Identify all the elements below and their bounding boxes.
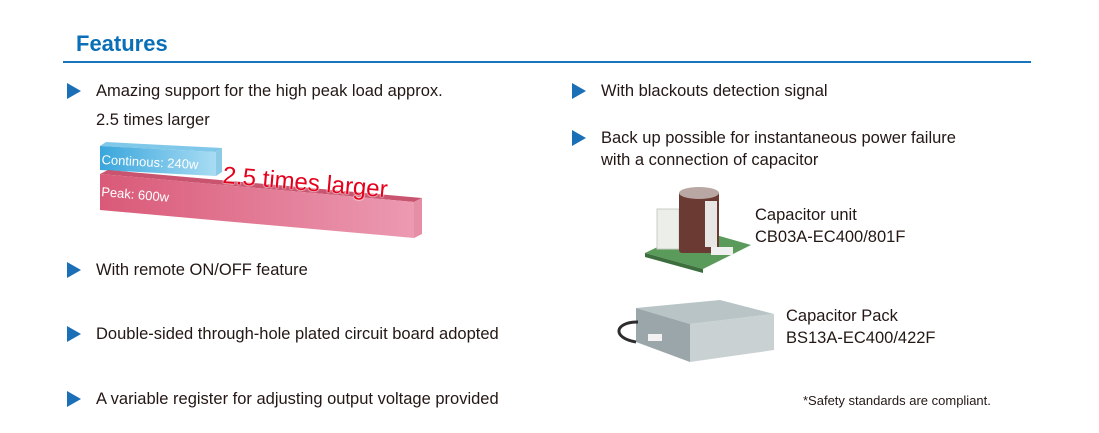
capacitor-unit-illustration	[645, 187, 751, 273]
peak-bar-side	[414, 198, 422, 238]
capacitor-unit-image	[643, 185, 753, 280]
capacitor-unit-caption: Capacitor unit CB03A-EC400/801F	[755, 204, 905, 248]
feature-item: A variable register for adjusting output…	[67, 388, 499, 410]
footnote: *Safety standards are compliant.	[803, 393, 991, 408]
feature-text: Amazing support for the high peak load a…	[96, 82, 443, 100]
continuous-bar	[100, 146, 216, 176]
triangle-bullet-icon	[572, 83, 586, 99]
peak-bar	[100, 174, 414, 238]
feature-text: Back up possible for instantaneous power…	[601, 129, 956, 147]
feature-item: With remote ON/OFF feature	[67, 259, 308, 281]
peak-bar-top	[100, 170, 422, 202]
triangle-bullet-icon	[67, 326, 81, 342]
triangle-bullet-icon	[67, 262, 81, 278]
peak-load-comparison-graphic: Continous: 240w Peak: 600w 2.5 times lar…	[96, 140, 426, 245]
feature-item: Back up possible for instantaneous power…	[572, 127, 956, 171]
triangle-bullet-icon	[572, 130, 586, 146]
feature-subtext: 2.5 times larger	[96, 111, 210, 129]
feature-item: With blackouts detection signal	[572, 80, 828, 102]
continuous-bar-top	[100, 142, 222, 152]
title-divider	[63, 61, 1031, 63]
feature-text: With blackouts detection signal	[601, 82, 828, 100]
feature-text: A variable register for adjusting output…	[96, 390, 499, 408]
product-name: Capacitor unit	[755, 206, 857, 224]
feature-item: Double-sided through-hole plated circuit…	[67, 323, 499, 345]
triangle-bullet-icon	[67, 391, 81, 407]
page-title: Features	[76, 31, 168, 56]
bar-graphic-svg	[100, 142, 422, 238]
capacitor-pack-illustration	[617, 300, 774, 362]
capacitor-pack-caption: Capacitor Pack BS13A-EC400/422F	[786, 305, 936, 349]
feature-text: Double-sided through-hole plated circuit…	[96, 325, 499, 343]
product-model: CB03A-EC400/801F	[755, 228, 906, 246]
capacitor-pack-image	[608, 296, 778, 373]
triangle-bullet-icon	[67, 83, 81, 99]
product-name: Capacitor Pack	[786, 307, 898, 325]
feature-text-continued: with a connection of capacitor	[601, 151, 819, 169]
product-model: BS13A-EC400/422F	[786, 329, 936, 347]
feature-text: With remote ON/OFF feature	[96, 261, 308, 279]
feature-item: Amazing support for the high peak load a…	[67, 80, 443, 102]
continuous-bar-side	[216, 148, 222, 176]
